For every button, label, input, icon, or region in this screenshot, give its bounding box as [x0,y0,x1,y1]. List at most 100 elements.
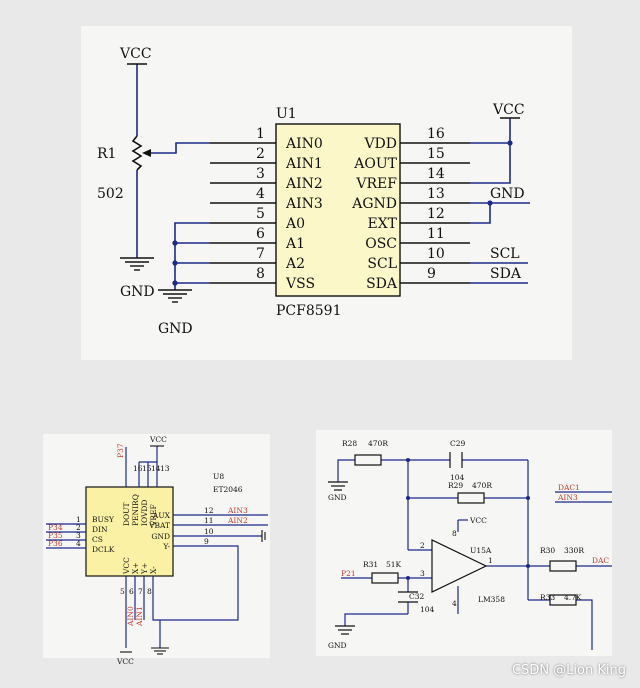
gnd-addr-symbol [158,289,192,303]
net-p21: P21 [341,569,356,578]
net-dac-out: DAC [592,556,609,565]
et-net-ain2: AIN2 [227,516,248,525]
et-pin-9: 9 [204,537,209,546]
opamp-pin3: 3 [420,569,425,578]
r28-value: 470R [368,439,388,448]
et-pin-15: 15 [142,464,152,473]
pin-name-ain1: AIN1 [285,156,323,172]
opamp-pin1: 1 [488,556,493,565]
et-pin-busy: BUSY [92,515,115,524]
r29-value: 470R [472,481,492,490]
u15a-ref: U15A [470,546,492,555]
c29-value: 104 [450,473,465,482]
c32-ref: C32 [409,592,425,601]
r1-wiper-arrow [142,149,151,157]
pin-name-ain2: AIN2 [285,176,323,192]
et-pin-1: 1 [76,515,81,524]
pin-name-scl: SCL [367,256,397,272]
pin-num-7: 7 [256,246,265,262]
r29-body [457,492,485,504]
r30-body [549,560,577,572]
et-pin-yminus: Y- [162,542,170,551]
et-net-p35: P35 [48,531,63,540]
r31-value: 51K [386,560,402,569]
net-sda-label: SDA [490,266,522,282]
et-pin-14: 14 [151,464,161,473]
pin-num-8: 8 [256,266,265,282]
pin-name-sda: SDA [366,276,398,292]
opamp-pin2: 2 [420,541,425,550]
et-pin-yplus: Y+ [140,563,149,575]
pin-name-ext: EXT [367,216,397,232]
u15a-opamp-triangle [431,539,488,593]
et-pin-5: 5 [120,587,125,596]
et-pin-4: 4 [76,539,81,548]
et-pin-16: 16 [133,464,143,473]
et-vcc-bottom: VCC [116,657,134,666]
vcc-right-label: VCC [492,102,525,118]
gnd-addr-label: GND [158,321,193,337]
r28-body [354,454,382,466]
pin-name-ain3: AIN3 [285,196,323,212]
r33-body [549,594,577,606]
et-pin-2: 2 [76,523,81,532]
et-pin-7: 7 [138,587,143,596]
r29-ref: R29 [448,481,463,490]
et-pin-12: 12 [204,506,214,515]
pin-name-a2: A2 [285,256,305,272]
et-pin-xminus: X- [149,566,158,574]
gnd-r1-symbol [120,257,154,271]
net-ain3: AIN3 [557,493,578,502]
u1-part: PCF8591 [276,303,341,319]
et-pin-xplus: X+ [131,562,140,574]
opamp-vcc: VCC [469,516,487,525]
pin-name-a1: A1 [285,236,305,252]
pin-num-10: 10 [427,246,445,262]
et-pin-dclk: DCLK [92,545,115,554]
pin-num-15: 15 [427,146,445,162]
et-pin-cs: CS [92,535,103,544]
r33-value: 4.7K [564,593,582,602]
et-pin-3: 3 [76,531,81,540]
c29-ref: C29 [450,439,466,448]
pin-name-agnd: AGND [351,196,397,212]
pin-name-a0: A0 [285,216,305,232]
pin-num-3: 3 [256,166,265,182]
r30-value: 330R [564,546,584,555]
et-pin-10: 10 [204,527,214,536]
et-pin-gnd: GND [151,532,170,541]
gnd-bottom-label: GND [328,641,347,650]
et-pin-vbat: VBAT [148,521,170,530]
et-vcc-top: VCC [149,435,167,444]
u8-part: ET2046 [213,485,243,494]
u1-ref: U1 [276,106,297,122]
gnd-agnd-label: GND [490,186,525,202]
u8-ref: U8 [213,472,224,481]
r31-body [371,572,399,584]
r31-ref: R31 [363,560,378,569]
pin-num-4: 4 [256,186,265,202]
watermark: CSDN @Lion King [511,663,626,678]
pin-name-vref: VREF [355,176,397,192]
net-scl-label: SCL [490,246,520,262]
pin-num-11: 11 [427,226,445,242]
et-net-p34: P34 [48,523,63,532]
gnd-r1-label: GND [120,284,155,300]
lm358-schematic-panel [316,430,612,656]
pin-name-osc: OSC [365,236,397,252]
r28-ref: R28 [342,439,357,448]
net-dac1: DAC1 [558,483,580,492]
r1-ref: R1 [97,146,116,162]
pin-num-9: 9 [427,266,436,282]
pin-name-vss: VSS [285,276,315,292]
r1-value: 502 [97,186,124,202]
et-pin-8: 8 [147,587,152,596]
pin-name-aout: AOUT [353,156,397,172]
pin-num-1: 1 [256,126,265,142]
et-pin-11: 11 [204,516,214,525]
pin-num-2: 2 [256,146,265,162]
pin-num-14: 14 [427,166,445,182]
opamp-pin8: 8 [452,529,457,538]
et-pin-6: 6 [129,587,134,596]
